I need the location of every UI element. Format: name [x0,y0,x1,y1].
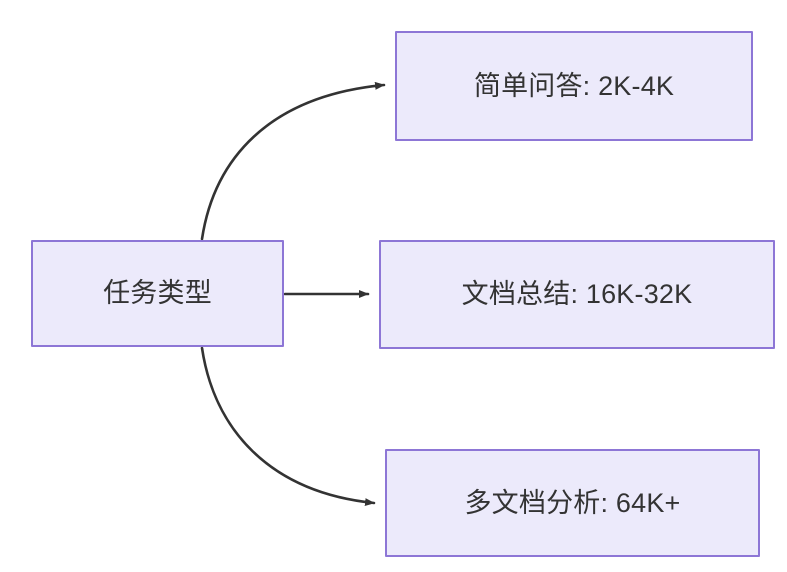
node-simple-qa[interactable]: 简单问答: 2K-4K [395,31,753,141]
node-task-type[interactable]: 任务类型 [31,240,284,347]
node-label: 文档总结: 16K-32K [461,279,693,310]
node-doc-summary[interactable]: 文档总结: 16K-32K [379,240,775,349]
node-label: 任务类型 [103,278,212,309]
edge-root-to-simple-qa [200,81,386,241]
node-label: 多文档分析: 64K+ [464,487,681,518]
node-multi-doc[interactable]: 多文档分析: 64K+ [385,449,760,557]
edge-root-to-multi-doc [200,346,376,507]
node-label: 简单问答: 2K-4K [473,70,675,101]
